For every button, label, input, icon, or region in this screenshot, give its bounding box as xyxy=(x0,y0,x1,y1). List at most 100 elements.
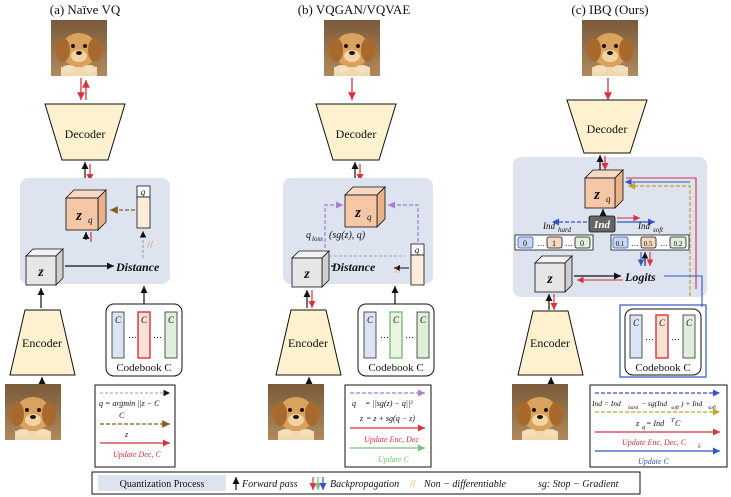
decoder-block-c xyxy=(566,99,648,154)
z-cube-c xyxy=(534,255,573,293)
codebook-label-a: Codebook C xyxy=(116,362,171,374)
key-backprop-label: Backpropagation xyxy=(330,479,399,490)
codebook-dots-a2: … xyxy=(153,330,162,340)
decoder-label-a: Decoder xyxy=(65,127,106,141)
codebook-ck-c: C xyxy=(659,318,666,328)
legend-c-line2-end2: C xyxy=(675,419,681,428)
codebook-c1-a: C xyxy=(115,315,122,325)
q-vector-a xyxy=(136,196,151,229)
z-cube-b xyxy=(291,250,330,288)
soft-dots: … xyxy=(631,239,639,248)
encoder-block-a xyxy=(9,309,76,376)
legend-c-line1-sub2: soft xyxy=(671,404,679,411)
key-sg-label: sg: Stop − Gradient xyxy=(538,479,619,490)
zq-sub-c: q xyxy=(606,194,611,204)
encoder-label-b: Encoder xyxy=(288,336,328,350)
encoder-block-c xyxy=(517,310,584,376)
distance-label-b: Distance xyxy=(331,260,376,274)
legend-box-a xyxy=(94,384,176,468)
codebook-dots-b2: … xyxy=(405,330,414,340)
soft-1: 0.5 xyxy=(644,240,653,248)
zq-label-a: z xyxy=(75,208,82,224)
ind-hard-sub: hard xyxy=(558,226,571,234)
zq-label-b: z xyxy=(354,205,361,221)
legend-c-line2-sub: q xyxy=(642,425,645,431)
decoder-label-c: Decoder xyxy=(587,122,628,136)
codebook-dots-b: … xyxy=(380,330,389,340)
legend-c-line1-end: ) + Ind xyxy=(680,399,703,408)
codebook-ck-b: C xyxy=(393,315,400,325)
dog-image-input-a xyxy=(5,384,61,440)
legend-b-line1-end: = ||sg(z) − q||² xyxy=(365,399,413,408)
distance-label-a: Distance xyxy=(115,260,160,274)
legend-box-c xyxy=(589,384,728,468)
panel-title-a: (a) Naïve VQ xyxy=(50,2,121,17)
legend-c-line3-sub: k xyxy=(698,444,701,450)
dog-image-input-b xyxy=(268,384,324,440)
key-quant-swatch xyxy=(98,475,226,491)
panel-title-b: (b) VQGAN/VQVAE xyxy=(298,2,411,17)
codebook-cK-c: C xyxy=(686,318,693,328)
legend-c-line1-mid: − sg(Ind xyxy=(641,399,667,408)
codebook-label-b: Codebook C xyxy=(368,362,423,374)
decoder-label-b: Decoder xyxy=(336,127,377,141)
legend-a-line4: Update Dec, C xyxy=(113,450,161,459)
codebook-highlight-c xyxy=(619,304,707,378)
legend-a-line3: z xyxy=(124,430,129,439)
legend-c-line2-end: = Ind xyxy=(646,419,665,428)
qloss-expr-b: (sg(z), q) xyxy=(329,230,366,241)
ind-label-c: Ind xyxy=(593,219,610,231)
zq-cube-a xyxy=(65,189,107,231)
z-label-a: z xyxy=(37,265,44,280)
bottom-key: Quantization Process Forward pass Backpr… xyxy=(91,471,641,495)
legend-c-line1-sub: hard xyxy=(628,405,638,411)
zq-cube-c xyxy=(584,169,624,209)
legend-b-line2-end: = z + sg(q − z) xyxy=(366,414,415,423)
legend-a-line1: q = argmin ||z − C xyxy=(99,399,160,408)
legend-b-line1: q xyxy=(352,399,356,408)
panel-a: Decoder z q q // z Distance xyxy=(5,20,183,468)
zq-sub-b: q xyxy=(367,212,372,222)
q-vector-b xyxy=(410,254,425,286)
qloss-sub-b: loss xyxy=(312,235,323,243)
zq-cube-b xyxy=(344,186,386,228)
zq-label-c: z xyxy=(593,187,600,203)
dog-image-input-c xyxy=(512,384,568,440)
z-label-b: z xyxy=(303,267,310,282)
onehot-1: 1 xyxy=(552,239,556,248)
codebook-cK-a: C xyxy=(168,315,175,325)
key-nondiff-mark: // xyxy=(410,479,416,490)
legend-b-line4: Update C xyxy=(378,455,410,464)
dog-image-output-b xyxy=(324,20,380,76)
codebook-dots-a: … xyxy=(128,330,137,340)
legend-c-line4: Update C xyxy=(638,457,670,466)
codebook-dots-c2: … xyxy=(671,332,680,342)
q-label-b: q xyxy=(415,245,420,255)
q-label-a: q xyxy=(141,187,146,197)
panel-c: Decoder z q Ind Ind hard Ind soft 0 1 0 xyxy=(512,20,728,468)
legend-c-line1-sub3: soft xyxy=(708,404,716,411)
soft-0: 0.1 xyxy=(616,240,625,248)
soft-2: 0.2 xyxy=(674,240,683,248)
nondiff-mark-b: // xyxy=(395,264,402,276)
key-nondiff-label: Non − differentiable xyxy=(423,479,506,490)
soft-dots2: … xyxy=(660,239,668,248)
panel-title-c: (c) IBQ (Ours) xyxy=(571,2,648,17)
z-label-c: z xyxy=(546,272,553,287)
panel-b: Decoder z q q loss (sg(z), q) q z Distan… xyxy=(268,20,435,468)
decoder-block-a xyxy=(44,103,126,161)
legend-b-line3: Update Enc, Dec xyxy=(364,435,419,444)
legend-c-line2: z xyxy=(635,419,640,428)
zq-sub-a: q xyxy=(88,215,93,225)
nondiff-mark-a: // xyxy=(147,239,154,251)
legend-c-line2-sup: T xyxy=(671,418,675,424)
codebook-dots-c: … xyxy=(645,332,654,342)
ind-soft-label: Ind xyxy=(637,221,650,231)
codebook-c1-b: C xyxy=(367,315,374,325)
encoder-label-a: Encoder xyxy=(22,336,62,350)
key-forward-label: Forward pass xyxy=(241,479,298,490)
legend-c-line3: Update Enc, Dec, C xyxy=(622,438,687,447)
codebook-ck-a: C xyxy=(141,315,148,325)
ind-hard-label: Ind xyxy=(542,221,555,231)
